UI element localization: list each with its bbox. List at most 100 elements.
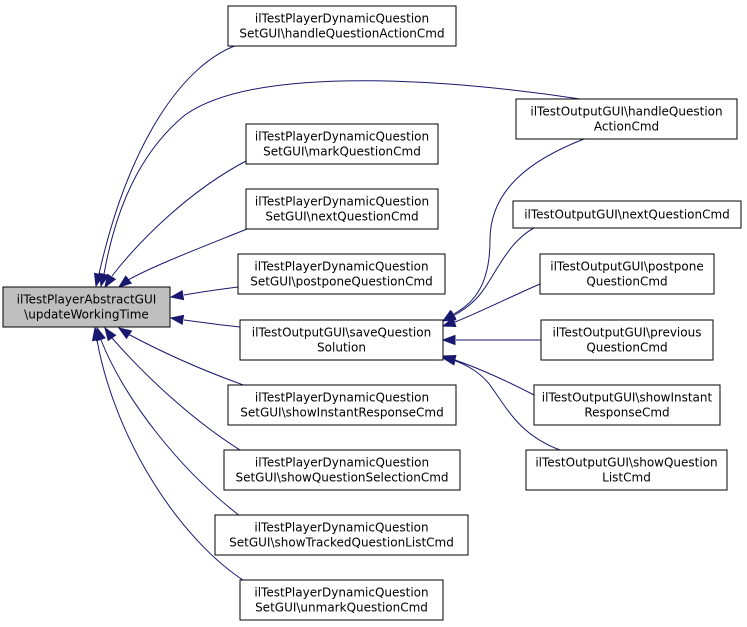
- node-label-line: ilTestOutputGUI\previous: [553, 326, 702, 340]
- node-out-next[interactable]: ilTestOutputGUI\nextQuestionCmd: [512, 200, 742, 229]
- node-out-postpone[interactable]: ilTestOutputGUI\postponeQuestionCmd: [539, 253, 715, 295]
- node-label-line: QuestionCmd: [586, 341, 667, 355]
- node-box: [239, 319, 444, 361]
- node-label-line: ilTestPlayerAbstractGUI: [17, 293, 157, 307]
- arrowhead: [441, 317, 457, 328]
- node-label-line: ilTestPlayerDynamicQuestion: [254, 521, 428, 535]
- edge-line: [451, 138, 585, 316]
- node-box: [245, 123, 439, 165]
- node-box: [515, 98, 738, 140]
- arrowhead: [441, 334, 456, 346]
- edge-dq_showTracked-to-root: [95, 326, 241, 517]
- edge-dq_unmark-to-root: [91, 326, 247, 583]
- node-label-line: ilTestPlayerDynamicQuestion: [255, 130, 429, 144]
- node-box: [2, 286, 171, 328]
- node-box: [540, 319, 714, 361]
- node-label-line: ilTestPlayerDynamicQuestion: [255, 456, 429, 470]
- node-label-line: ilTestOutputGUI\postpone: [550, 260, 704, 274]
- edge-out_next-to-out_save: [441, 224, 541, 322]
- node-label-line: ilTestOutputGUI\nextQuestionCmd: [524, 208, 730, 222]
- node-label-line: ilTestOutputGUI\showInstant: [542, 391, 713, 405]
- edge-dq_postpone-to-root: [169, 286, 239, 301]
- edge-line: [452, 224, 541, 317]
- node-box: [533, 384, 721, 426]
- node-out-handleAction[interactable]: ilTestOutputGUI\handleQuestionActionCmd: [515, 98, 738, 140]
- edges-layer: [91, 43, 585, 583]
- edge-line: [183, 319, 241, 328]
- node-box: [214, 514, 469, 556]
- arrowhead: [104, 273, 117, 289]
- node-label-line: SetGUI\postponeQuestionCmd: [250, 275, 433, 289]
- node-label-line: QuestionCmd: [586, 275, 667, 289]
- node-label-line: ilTestOutputGUI\showQuestion: [535, 456, 717, 470]
- node-label-line: ResponseCmd: [584, 406, 669, 420]
- node-box: [539, 253, 715, 295]
- edge-out_previous-to-out_save: [441, 334, 541, 346]
- arrowhead: [91, 326, 103, 342]
- node-root[interactable]: ilTestPlayerAbstractGUI\updateWorkingTim…: [2, 286, 171, 328]
- edge-line: [454, 283, 541, 323]
- node-label-line: ilTestPlayerDynamicQuestion: [255, 391, 429, 405]
- node-dq-postpone[interactable]: ilTestPlayerDynamicQuestionSetGUI\postpo…: [237, 253, 446, 295]
- edge-out_save-to-root: [169, 314, 241, 328]
- edge-out_handleAction-to-root: [98, 80, 581, 288]
- node-label-line: ilTestPlayerDynamicQuestion: [254, 586, 428, 600]
- node-box: [525, 449, 728, 491]
- node-box: [227, 5, 457, 47]
- arrowhead: [169, 314, 185, 326]
- edge-dq_showSelection-to-root: [104, 326, 249, 456]
- node-box: [223, 449, 461, 491]
- node-label-line: SetGUI\nextQuestionCmd: [265, 210, 418, 224]
- edge-line: [127, 226, 253, 281]
- edge-line: [98, 43, 241, 275]
- nodes-layer: ilTestPlayerAbstractGUI\updateWorkingTim…: [2, 5, 742, 621]
- edge-line: [127, 333, 253, 389]
- arrowhead: [441, 355, 457, 366]
- node-box: [245, 188, 439, 230]
- node-box: [227, 384, 457, 426]
- node-label-line: ListCmd: [602, 471, 651, 485]
- node-label-line: SetGUI\unmarkQuestionCmd: [255, 601, 428, 615]
- edge-line: [452, 359, 561, 451]
- node-dq-showInstant[interactable]: ilTestPlayerDynamicQuestionSetGUI\showIn…: [227, 384, 457, 426]
- node-dq-showTracked[interactable]: ilTestPlayerDynamicQuestionSetGUI\showTr…: [214, 514, 469, 556]
- edge-out_postpone-to-out_save: [441, 283, 541, 328]
- edge-line: [111, 337, 249, 456]
- arrowhead: [98, 272, 110, 288]
- node-label-line: SetGUI\handleQuestionActionCmd: [239, 27, 444, 41]
- node-label-line: SetGUI\showQuestionSelectionCmd: [235, 471, 448, 485]
- node-label-line: ilTestPlayerDynamicQuestion: [254, 260, 428, 274]
- node-label-line: ilTestOutputGUI\saveQuestion: [252, 326, 431, 340]
- node-dq-showSelection[interactable]: ilTestPlayerDynamicQuestionSetGUI\showQu…: [223, 449, 461, 491]
- edge-line: [111, 159, 249, 277]
- edge-line: [183, 286, 239, 296]
- node-dq-mark[interactable]: ilTestPlayerDynamicQuestionSetGUI\markQu…: [245, 123, 439, 165]
- node-label-line: ilTestPlayerDynamicQuestion: [255, 12, 429, 26]
- node-label-line: \updateWorkingTime: [24, 308, 149, 322]
- node-label-line: ilTestOutputGUI\handleQuestion: [530, 105, 722, 119]
- node-dq-handleAction[interactable]: ilTestPlayerDynamicQuestionSetGUI\handle…: [227, 5, 457, 47]
- node-label-line: SetGUI\showTrackedQuestionListCmd: [229, 536, 454, 550]
- edge-dq_handleAction-to-root: [93, 43, 241, 288]
- node-label-line: SetGUI\markQuestionCmd: [263, 145, 421, 159]
- node-label-line: ilTestPlayerDynamicQuestion: [255, 195, 429, 209]
- node-out-showInstant[interactable]: ilTestOutputGUI\showInstantResponseCmd: [533, 384, 721, 426]
- arrowhead: [169, 289, 185, 301]
- node-label-line: SetGUI\showInstantResponseCmd: [240, 406, 443, 420]
- edge-line: [96, 339, 247, 583]
- arrowhead: [104, 326, 117, 342]
- node-dq-unmark[interactable]: ilTestPlayerDynamicQuestionSetGUI\unmark…: [239, 579, 444, 621]
- edge-line: [100, 339, 241, 517]
- node-label-line: ActionCmd: [594, 120, 659, 134]
- edge-line: [103, 80, 581, 275]
- edge-out_showList-to-out_save: [441, 355, 561, 451]
- node-label-line: Solution: [317, 341, 366, 355]
- node-box: [237, 253, 446, 295]
- edge-dq_mark-to-root: [104, 159, 249, 289]
- node-dq-next[interactable]: ilTestPlayerDynamicQuestionSetGUI\nextQu…: [245, 188, 439, 230]
- node-box: [512, 200, 742, 229]
